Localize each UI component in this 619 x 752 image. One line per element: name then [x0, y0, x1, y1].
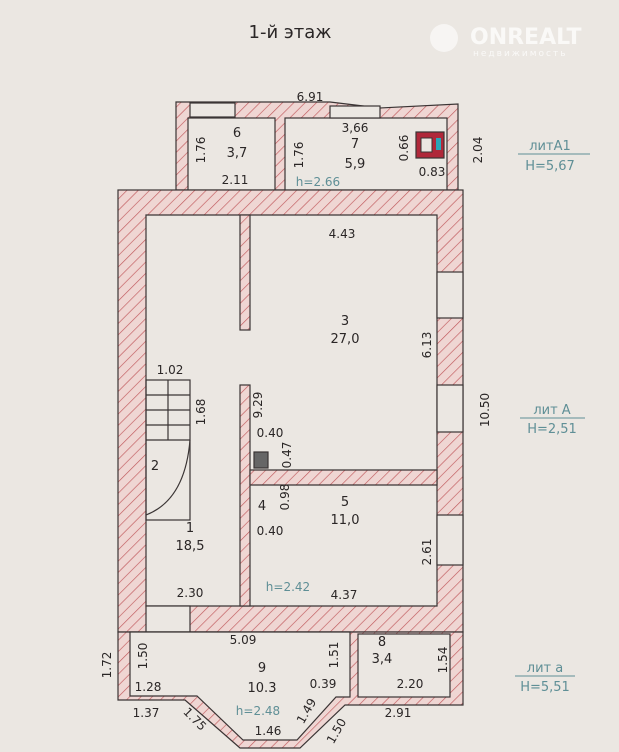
room-number: 3	[341, 314, 349, 329]
window	[329, 105, 381, 119]
dimension: 0.83	[419, 165, 446, 179]
room-labels: 6 3,7 7 5,9 3 27,0 2 1 18,5 4 5 11,0 9 1…	[151, 126, 392, 696]
room-number: 1	[186, 521, 194, 536]
annex-bottom	[117, 631, 464, 749]
liter-height: Н=5,51	[520, 680, 570, 695]
staircase	[145, 379, 191, 521]
dimension: 1.54	[436, 647, 450, 674]
dimension: 5.09	[230, 633, 257, 647]
room-area: 5,9	[345, 157, 366, 172]
dimension: 1.28	[135, 680, 162, 694]
dimension: 1.72	[100, 652, 114, 679]
liter-height: Н=5,67	[525, 159, 575, 174]
chimney	[253, 451, 269, 469]
liter-name: литА1	[529, 139, 571, 154]
watermark: ONREALT недвижимость	[430, 24, 582, 59]
liter-height: Н=2,51	[527, 422, 577, 437]
dimension: 9.29	[251, 392, 265, 419]
room-area: 10.3	[248, 681, 277, 696]
dimension: 0.40	[257, 524, 284, 538]
liter-name: лит а	[527, 661, 563, 676]
partition-wall	[239, 384, 251, 607]
ceiling-height: h=2.66	[296, 175, 340, 189]
watermark-sub: недвижимость	[473, 49, 568, 59]
dimension: 6.13	[420, 332, 434, 359]
window	[436, 271, 464, 319]
dimension: 0.98	[278, 484, 292, 511]
liter-labels: литА1 Н=5,67 лит А Н=2,51 лит а Н=5,51	[515, 139, 590, 695]
dimension: 1.46	[255, 724, 282, 738]
dimension: 2.91	[385, 706, 412, 720]
stairs-entry	[145, 605, 191, 633]
room-area: 27,0	[331, 332, 360, 347]
floor-title: 1-й этаж	[249, 22, 332, 43]
dimension: 2.61	[420, 539, 434, 566]
dimension: 0.40	[257, 426, 284, 440]
dimension: 1.50	[136, 643, 150, 670]
dimension: 2.11	[222, 173, 249, 187]
main-house	[117, 189, 464, 633]
window	[189, 102, 236, 118]
room-number: 4	[258, 499, 266, 514]
room-number: 5	[341, 495, 349, 510]
dimension: 1.37	[133, 706, 160, 720]
dimension: 1.02	[157, 363, 184, 377]
dimension: 10.50	[478, 393, 492, 427]
room-area: 11,0	[331, 513, 360, 528]
dimension: 1.76	[292, 142, 306, 169]
room-number: 8	[378, 635, 386, 650]
window	[436, 384, 464, 433]
partition-wall	[249, 469, 438, 486]
window	[436, 514, 464, 566]
room-area: 3,4	[372, 652, 393, 667]
dimension: 4.37	[331, 588, 358, 602]
ceiling-heights: h=2.66 h=2.42 h=2.48	[236, 175, 340, 718]
dimension: 1.68	[194, 399, 208, 426]
watermark-brand: ONREALT	[470, 25, 582, 50]
dimension: 1.51	[327, 642, 341, 669]
room-area: 3,7	[227, 146, 248, 161]
room-number: 6	[233, 126, 241, 141]
dimension: 6.91	[297, 90, 324, 104]
liter-name: лит А	[533, 403, 570, 418]
ceiling-height: h=2.42	[266, 580, 310, 594]
dimension: 3,66	[342, 121, 369, 135]
partition-wall	[239, 214, 251, 331]
dimension: 1.76	[194, 137, 208, 164]
room-area: 18,5	[176, 539, 205, 554]
room-number: 7	[351, 137, 359, 152]
room-number: 9	[258, 661, 266, 676]
dimension: 0.39	[310, 677, 337, 691]
dimension: 2.04	[471, 137, 485, 164]
dimension: 0.47	[280, 442, 294, 469]
dimension: 2.30	[177, 586, 204, 600]
dimension: 4.43	[329, 227, 356, 241]
room-number: 2	[151, 459, 159, 474]
dimension: 0.66	[397, 135, 411, 162]
ceiling-height: h=2.48	[236, 704, 280, 718]
dimension: 2.20	[397, 677, 424, 691]
